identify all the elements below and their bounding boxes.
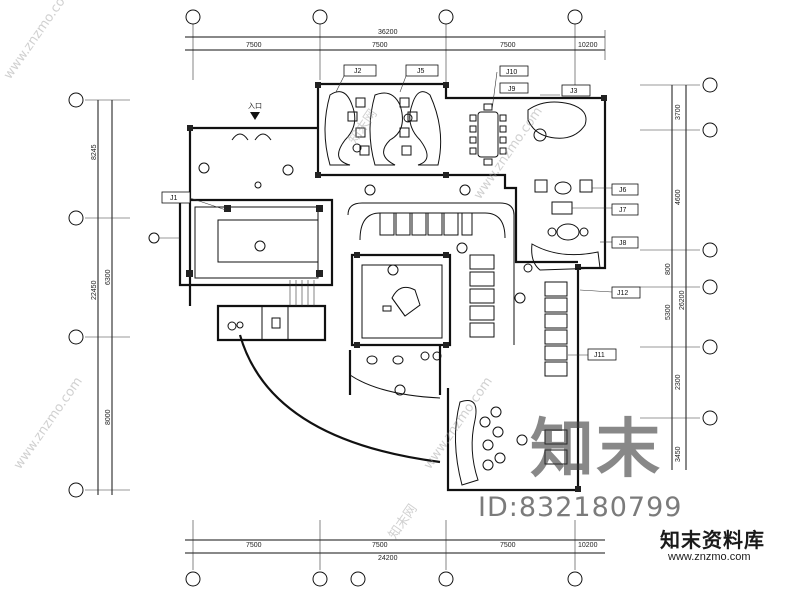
dim-top-seg-3: 7500	[500, 42, 516, 49]
watermark-id: ID:832180799	[478, 492, 683, 523]
axis-bubble-icon	[567, 571, 583, 587]
lounge-furniture-north	[324, 91, 442, 166]
axis-bubble-icon	[702, 279, 718, 295]
dim-right-seg-1: 3700	[675, 104, 682, 120]
entry-label: 入口	[248, 102, 262, 110]
staircase	[289, 280, 315, 306]
dim-bottom-seg-1: 7500	[246, 542, 262, 549]
brand-url: www.znzmo.com	[668, 551, 751, 563]
dim-top-seg-1: 7500	[246, 42, 262, 49]
dim-bottom-total: 24200	[378, 555, 398, 562]
dim-right-sub-2: 5300	[665, 304, 672, 320]
dim-right-seg-4: 3450	[675, 446, 682, 462]
tag-j3: J3	[570, 88, 578, 95]
tag-j6: J6	[619, 187, 627, 194]
axis-bubble-icon	[312, 9, 328, 25]
axis-bubble-icon	[68, 329, 84, 345]
left-axis-grid: 8245 22450 6300 8000	[68, 92, 130, 498]
room-index-markers	[198, 162, 533, 446]
dim-top-seg-4: 10200	[578, 42, 598, 49]
axis-bubble-icon	[702, 122, 718, 138]
dim-left-middle: 6300	[105, 269, 112, 285]
tag-j7: J7	[619, 207, 627, 214]
dim-left-lower: 8000	[105, 409, 112, 425]
axis-bubble-icon	[68, 92, 84, 108]
section-markers	[148, 164, 526, 396]
axis-bubble-icon	[567, 9, 583, 25]
dim-left-total: 22450	[91, 280, 98, 300]
dim-right-total: 26200	[679, 290, 686, 310]
watermark-logo: 知末	[530, 413, 662, 487]
axis-bubble-icon	[438, 9, 454, 25]
tag-j11: J11	[594, 352, 605, 359]
axis-bubble-icon	[702, 242, 718, 258]
table-icon	[469, 103, 507, 166]
axis-bubble-icon	[350, 571, 366, 587]
tag-j5: J5	[417, 68, 425, 75]
axis-bubble-icon	[702, 410, 718, 426]
dim-bottom-seg-4: 10200	[578, 542, 598, 549]
axis-bubble-icon	[312, 571, 328, 587]
watermark-diagonal-2: www.znzmo.com	[11, 374, 86, 472]
axis-bubble-icon	[702, 339, 718, 355]
vip-furniture	[527, 101, 601, 271]
axis-bubble-icon	[185, 9, 201, 25]
axis-bubble-icon	[702, 77, 718, 93]
axis-bubble-icon	[438, 571, 454, 587]
toilet-icon	[227, 317, 442, 365]
watermark-diagonal-4: www.znzmo.com	[421, 374, 496, 472]
brand-panel	[650, 520, 800, 600]
tag-j12: J12	[617, 290, 628, 297]
watermark-diagonal-1: www.znzmo.com	[1, 0, 76, 82]
sofa-icon	[347, 97, 418, 156]
dim-bottom-seg-3: 7500	[500, 542, 516, 549]
axis-bubble-icon	[68, 210, 84, 226]
brand-logo: 知末资料库	[660, 528, 765, 552]
structural-columns	[186, 82, 607, 492]
bottom-axis-grid: 7500 7500 7500 10200 24200	[185, 520, 605, 587]
tag-j2: J2	[354, 68, 362, 75]
watermark-diagonal-cn-2: 知末网	[385, 501, 420, 542]
lounge-furniture-south	[455, 400, 506, 486]
entry-marker: 入口	[231, 102, 272, 141]
dim-right-seg-2: 4600	[675, 189, 682, 205]
top-axis-grid: 36200 7500 7500 7500 10200	[185, 9, 606, 90]
tag-j10: J10	[506, 69, 517, 76]
piano-icon	[382, 286, 421, 317]
dim-left-upper: 8245	[91, 144, 98, 160]
detail-tags: J1 J2 J5 J10 J9 J3 J6 J7 J8 J12 J11	[161, 64, 641, 361]
dim-bottom-seg-2: 7500	[372, 542, 388, 549]
sofa-icon	[379, 212, 568, 465]
dim-top-total: 36200	[378, 29, 398, 36]
dim-right-sub-1: 800	[665, 263, 672, 275]
tag-j8: J8	[619, 240, 627, 247]
right-axis-grid: 3700 4600 800 26200 5300 2300 3450	[640, 77, 718, 470]
axis-bubble-icon	[185, 571, 201, 587]
tag-j1: J1	[170, 195, 178, 202]
axis-bubble-icon	[68, 482, 84, 498]
dim-top-seg-2: 7500	[372, 42, 388, 49]
dim-right-seg-3: 2300	[675, 374, 682, 390]
tag-j9: J9	[508, 86, 516, 93]
